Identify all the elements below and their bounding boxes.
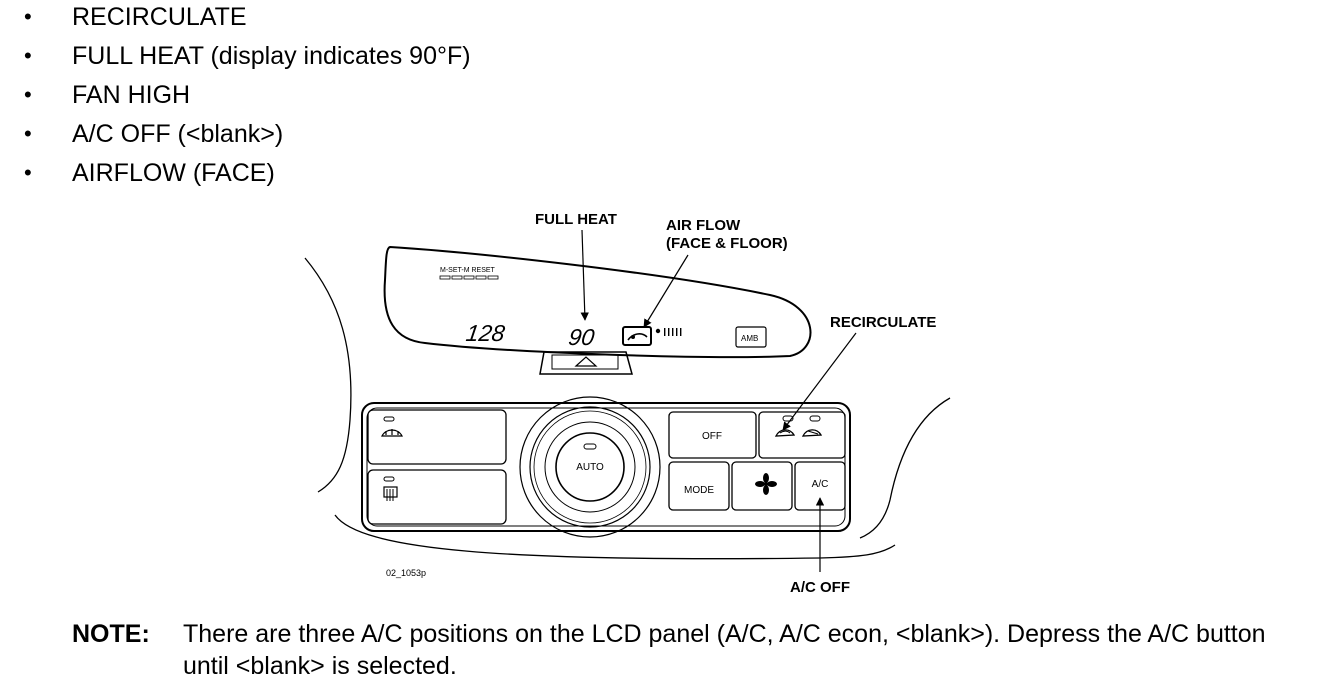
dash-outline-bottom [334,514,896,560]
figure-id: 02_1053p [386,568,426,578]
dash-outline-left [304,257,352,493]
note-label: NOTE: [72,620,150,648]
callout-air-flow-2: (FACE & FLOOR) [666,235,788,252]
mset-segment [463,275,475,280]
airflow-face-floor-icon [622,326,652,346]
callout-air-flow-arrow [643,254,689,328]
ac-button-label: A/C [812,479,829,490]
callout-full-heat-arrow [580,229,589,321]
bullet-dot: • [24,121,32,146]
off-button-label: OFF [702,431,722,442]
recirculate-icon [774,429,796,437]
mset-segment [439,275,451,280]
mset-segment [487,275,499,280]
front-defrost-icon [381,429,403,437]
lcd-display-outline [383,245,812,359]
fresh-air-icon [801,429,823,437]
fan-button [731,461,793,511]
display-tab [539,351,633,375]
callout-recirculate: RECIRCULATE [830,314,936,331]
display-temp-value: 90 [567,324,596,350]
bullet-dot: • [24,4,32,29]
rear-defrost-icon [383,486,398,501]
bullet-dot: • [24,82,32,107]
callout-full-heat: FULL HEAT [535,211,617,228]
temperature-dial [519,396,661,538]
amb-button [735,326,767,348]
mset-segment [475,275,487,280]
climate-control-diagram: M-SET-M RESET 128 90 AMB AUT [304,211,951,596]
bullet-text: FULL HEAT (display indicates 90°F) [72,42,471,70]
mset-segment [451,275,463,280]
callout-ac-off: A/C OFF [790,579,850,596]
amb-label: AMB [741,334,758,343]
auto-button-label: AUTO [576,462,604,473]
recirculate-button [758,411,846,459]
rear-defrost-button [367,469,507,525]
callout-recirculate-arrow [782,332,857,431]
bullet-text: FAN HIGH [72,81,191,109]
fan-level-bars-icon [655,328,682,336]
dash-outline-right [859,397,951,539]
mode-button-label: MODE [684,485,714,496]
bullet-text: AIRFLOW (FACE) [72,159,275,187]
bullet-dot: • [24,160,32,185]
front-defrost-button [367,409,507,465]
bullet-text: A/C OFF (<blank>) [72,120,284,148]
bullet-text: RECIRCULATE [72,3,247,31]
display-left-value: 128 [464,320,506,346]
mode-button [668,461,730,511]
fan-icon [755,473,777,495]
note-text: There are three A/C positions on the LCD… [183,620,1266,680]
callout-air-flow-1: AIR FLOW [666,217,741,234]
bullet-dot: • [24,43,32,68]
eject-triangle-icon [574,356,598,367]
off-button [668,411,757,459]
control-panel [361,402,851,532]
mset-label: M-SET-M RESET [440,267,496,274]
